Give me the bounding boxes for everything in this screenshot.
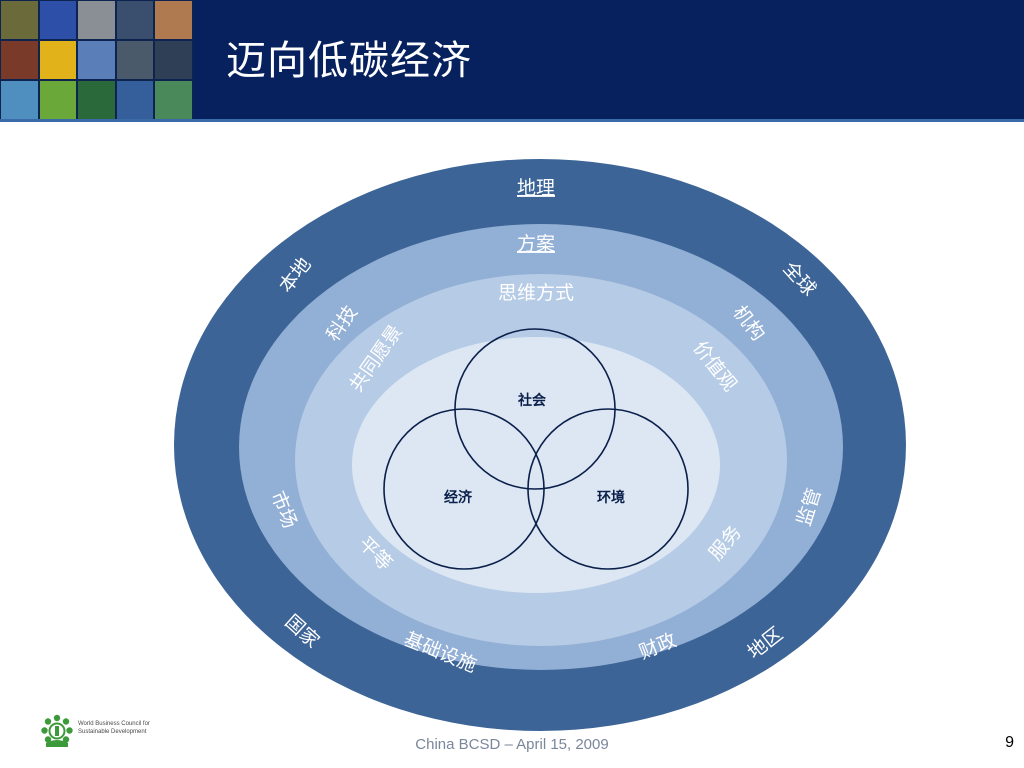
wbcsd-logo-text: World Business Council for Sustainable D… xyxy=(78,720,178,736)
core-ellipse xyxy=(352,337,720,593)
logo-line-1: World Business Council for xyxy=(78,721,150,727)
wbcsd-logo: World Business Council for Sustainable D… xyxy=(38,712,178,752)
second-label-top: 方案 xyxy=(517,233,555,255)
venn-circle-economy xyxy=(383,408,545,570)
venn-label-economy: 经济 xyxy=(444,489,473,506)
photo-mosaic xyxy=(0,0,193,120)
footer-text: China BCSD – April 15, 2009 xyxy=(415,736,609,753)
venn-label-environment: 环境 xyxy=(597,489,625,506)
third-label-top: 思维方式 xyxy=(498,282,574,304)
header-divider xyxy=(0,119,1024,122)
slide-header: 迈向低碳经济 xyxy=(0,0,1024,120)
wbcsd-logo-icon xyxy=(41,714,73,747)
venn-circle-environment xyxy=(527,408,689,570)
slide-title: 迈向低碳经济 xyxy=(226,38,472,84)
outer-label-top: 地理 xyxy=(517,177,555,199)
page-number: 9 xyxy=(1005,734,1014,751)
venn-label-society: 社会 xyxy=(517,392,547,409)
logo-line-2: Sustainable Development xyxy=(78,729,147,735)
